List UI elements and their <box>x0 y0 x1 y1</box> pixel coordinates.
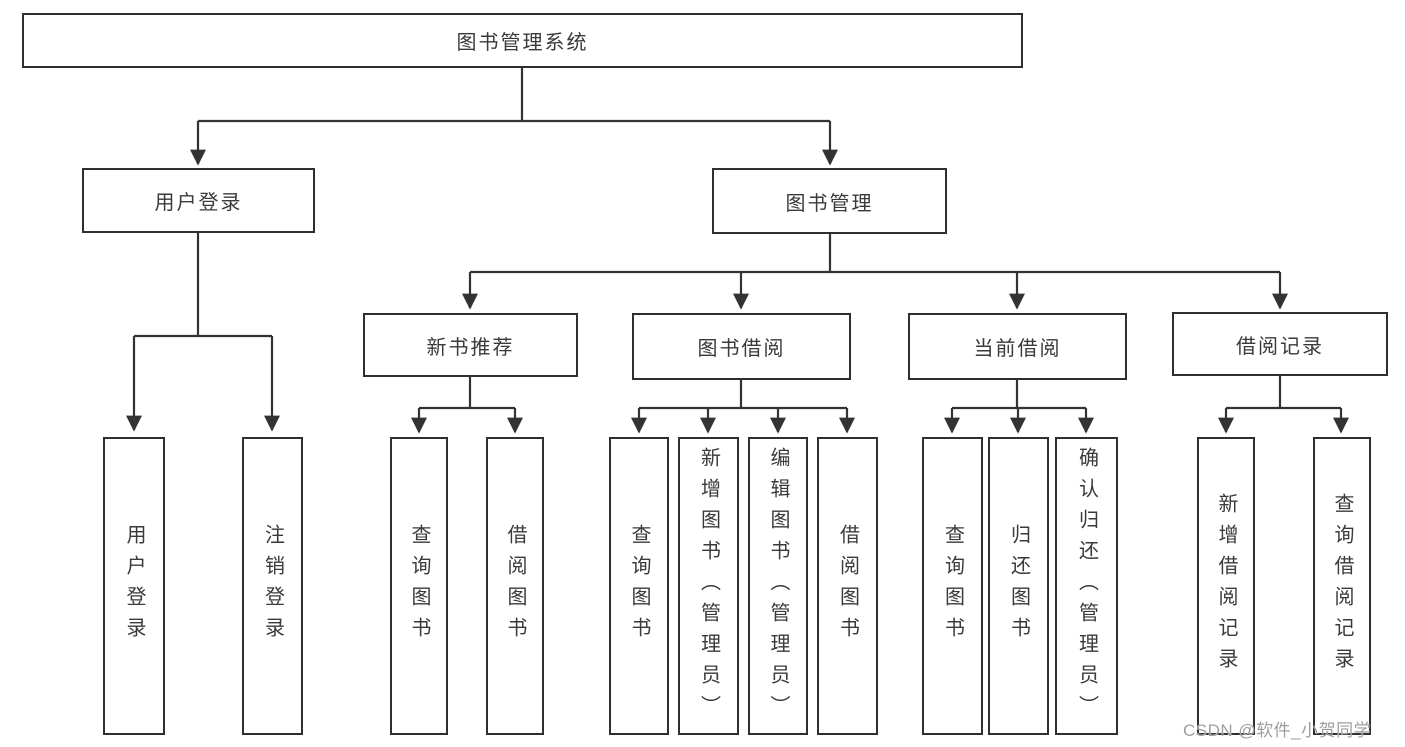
node-add-book-admin: 新增图书（管理员） <box>678 437 739 735</box>
connector-user-login-trunk <box>134 233 272 338</box>
node-label: 借阅图书 <box>836 524 859 648</box>
node-label: 查询图书 <box>628 524 650 648</box>
node-borrow-records: 借阅记录 <box>1172 312 1388 376</box>
node-book-management: 图书管理 <box>712 168 947 234</box>
node-label: 借阅图书 <box>504 524 526 648</box>
connector-borrow-records-trunk <box>1226 376 1341 410</box>
node-label: 新增借阅记录 <box>1215 493 1237 679</box>
node-library-management-system: 图书管理系统 <box>22 13 1023 68</box>
node-query-borrow-record: 查询借阅记录 <box>1313 437 1371 735</box>
connector-book-management-trunk <box>470 234 1280 274</box>
node-add-borrow-record: 新增借阅记录 <box>1197 437 1255 735</box>
connector-new-book-recommend-trunk <box>419 377 515 410</box>
node-borrow-books-1: 借阅图书 <box>486 437 544 735</box>
connector-root-trunk <box>198 68 830 123</box>
node-query-books-3: 查询图书 <box>922 437 983 735</box>
node-label: 编辑图书（管理员） <box>767 446 789 726</box>
node-return-book: 归还图书 <box>988 437 1049 735</box>
node-query-books-2: 查询图书 <box>609 437 669 735</box>
node-label: 查询借阅记录 <box>1331 493 1353 679</box>
node-logout: 注销登录 <box>242 437 303 735</box>
node-current-borrow: 当前借阅 <box>908 313 1127 380</box>
node-label: 图书管理系统 <box>456 32 589 54</box>
node-label: 当前借阅 <box>973 338 1062 360</box>
node-label: 新书推荐 <box>426 336 515 359</box>
node-edit-book-admin: 编辑图书（管理员） <box>748 437 808 735</box>
node-label: 归还图书 <box>1007 524 1030 648</box>
watermark: CSDN @软件_小贺同学 <box>1183 721 1372 740</box>
node-label: 注销登录 <box>261 524 284 648</box>
node-user-login: 用户登录 <box>82 168 315 233</box>
node-query-books-1: 查询图书 <box>390 437 448 735</box>
node-user-login-leaf: 用户登录 <box>103 437 165 735</box>
connector-book-borrow-trunk <box>639 380 847 410</box>
node-label: 图书管理 <box>785 192 874 215</box>
node-label: 查询图书 <box>941 524 964 648</box>
connector-current-borrow-trunk <box>952 380 1086 410</box>
node-label: 确认归还（管理员） <box>1075 446 1098 726</box>
node-confirm-return-admin: 确认归还（管理员） <box>1055 437 1118 735</box>
node-label: 用户登录 <box>154 192 243 214</box>
node-book-borrow: 图书借阅 <box>632 313 851 380</box>
node-label: 新增图书（管理员） <box>697 446 720 726</box>
node-label: 用户登录 <box>123 524 145 648</box>
node-new-book-recommend: 新书推荐 <box>363 313 578 377</box>
node-label: 查询图书 <box>408 524 430 648</box>
node-label: 图书借阅 <box>697 338 786 360</box>
node-label: 借阅记录 <box>1236 335 1324 358</box>
node-borrow-books-2: 借阅图书 <box>817 437 878 735</box>
